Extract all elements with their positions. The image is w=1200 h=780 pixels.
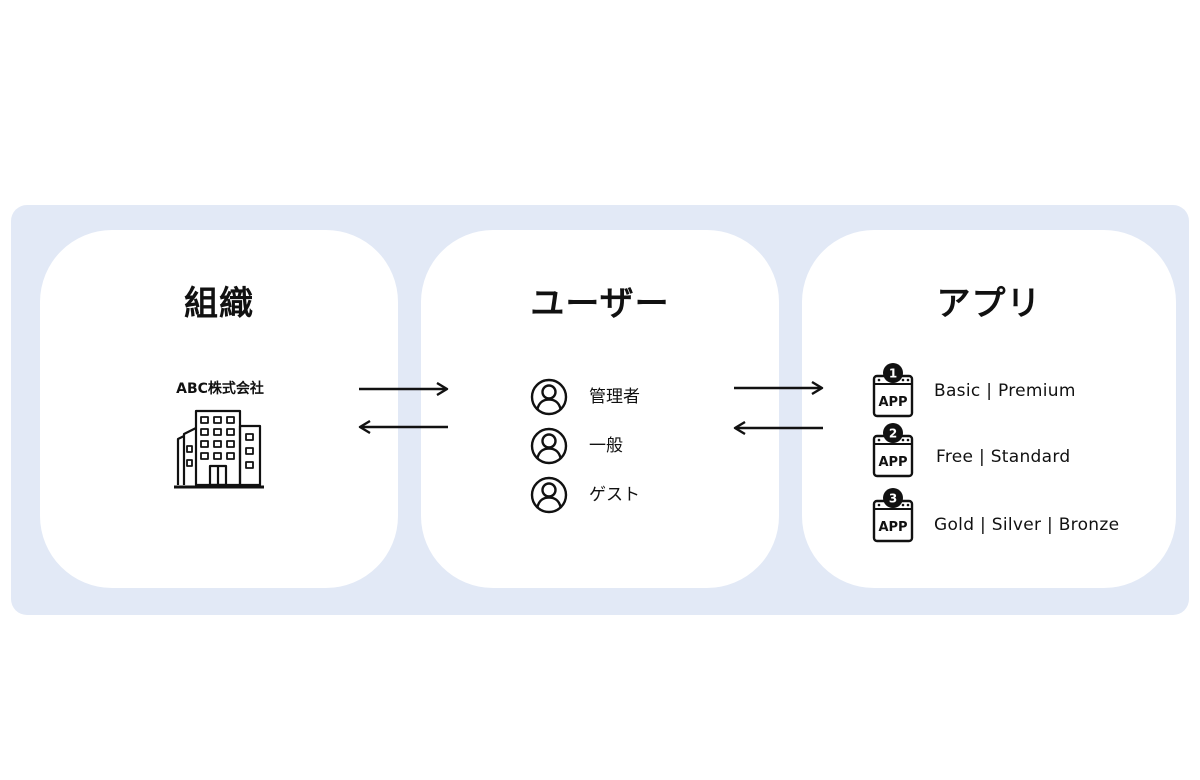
app-plans-label: Gold | Silver | Bronze [934, 515, 1120, 535]
arrow-right-icon [734, 381, 824, 395]
arrow-left-icon [733, 421, 823, 435]
user-circle-icon [530, 427, 568, 465]
arrow-right-icon [359, 382, 449, 396]
apps-title: アプリ [936, 284, 1042, 324]
app-icon: APP 2 [872, 423, 914, 478]
app-item: APP 1 Basic | Premium [872, 362, 1172, 420]
company-name: ABC株式会社 [176, 381, 264, 397]
organization-title: 組織 [184, 284, 254, 324]
apps-card [802, 230, 1176, 588]
app-number-badge: 2 [889, 427, 897, 441]
organization-card [40, 230, 398, 588]
user-role-item: 管理者 [530, 378, 730, 416]
building-icon [174, 409, 264, 489]
app-item: APP 3 Gold | Silver | Bronze [872, 487, 1172, 545]
users-title: ユーザー [530, 284, 670, 324]
user-role-item: ゲスト [530, 476, 730, 514]
app-icon: APP 3 [872, 488, 914, 543]
user-role-label: ゲスト [589, 485, 640, 505]
app-icon-text: APP [878, 395, 907, 410]
app-icon-text: APP [878, 455, 907, 470]
users-card [421, 230, 779, 588]
arrow-left-icon [358, 420, 448, 434]
app-number-badge: 1 [889, 367, 897, 381]
app-plans-label: Free | Standard [936, 447, 1071, 467]
user-role-label: 管理者 [589, 387, 640, 407]
app-icon: APP 1 [872, 363, 914, 418]
user-role-label: 一般 [589, 436, 623, 456]
user-circle-icon [530, 476, 568, 514]
app-number-badge: 3 [889, 492, 897, 506]
user-role-item: 一般 [530, 427, 730, 465]
user-circle-icon [530, 378, 568, 416]
app-item: APP 2 Free | Standard [872, 422, 1172, 480]
app-plans-label: Basic | Premium [934, 381, 1076, 401]
app-icon-text: APP [878, 520, 907, 535]
